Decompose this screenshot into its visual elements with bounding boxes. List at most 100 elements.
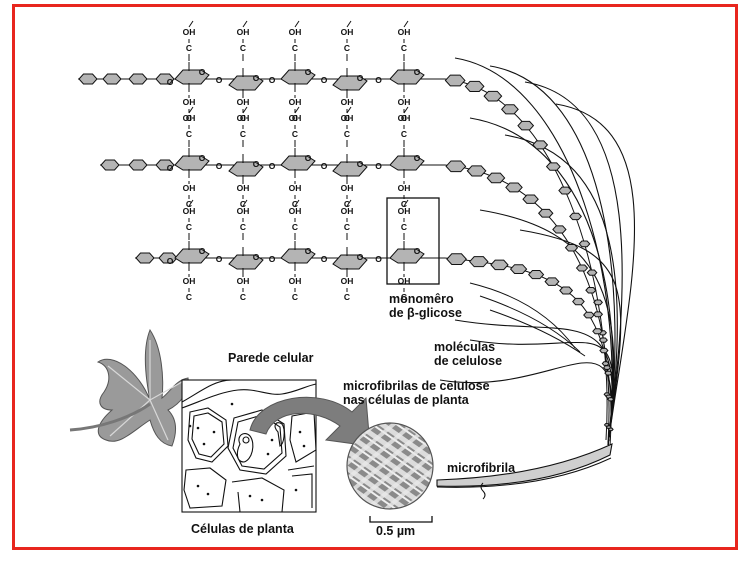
glucose-unit [332,247,368,277]
carbon-label: C [401,43,407,53]
glucose-unit [280,241,316,271]
glycosidic-oxygen-label: O [269,75,276,85]
leaf-icon [69,328,189,447]
hydroxyl-label: OH [398,27,411,37]
ring-icon [544,277,560,286]
ring-oxygen-label: O [199,246,206,256]
ring-icon [607,427,614,432]
hydroxyl-label: OH [398,206,411,216]
ring-icon [569,212,582,221]
ring-icon [528,269,545,280]
molecules-label-line1: moléculas [434,340,496,354]
hydroxyl-label: OH [341,113,354,123]
hydroxyl-label: OH [183,27,196,37]
hydroxyl-label: OH [183,183,196,193]
glucose-unit [228,154,264,184]
hydroxyl-label: OH [237,276,250,286]
ring-icon [545,162,561,171]
glucose-unit [228,247,264,277]
monomer-highlight-box [386,197,440,285]
cell-wall-label: Parede celular [228,351,314,365]
ring-icon [500,104,519,115]
carbon-label: C [344,222,350,232]
carbon-label: C [344,113,350,123]
ring-icon [575,264,589,272]
carbon-label: C [401,129,407,139]
ring-oxygen-label: O [305,246,312,256]
glycosidic-oxygen-label: O [216,75,223,85]
hydroxyl-label: OH [289,27,302,37]
ring-icon [592,311,604,318]
ring-icon [593,299,604,306]
hydroxyl-label: OH [237,206,250,216]
ring-icon [446,253,468,265]
ring-oxygen-label: O [253,252,260,262]
ring-icon [128,159,148,171]
glucose-unit [174,241,210,271]
ring-icon [102,73,122,85]
glucose-unit [228,68,264,98]
carbon-label: C [401,222,407,232]
glucose-unit [280,148,316,178]
hydroxyl-label: OH [341,27,354,37]
carbon-label: C [292,43,298,53]
carbon-label: C [186,222,192,232]
ring-icon [552,225,567,234]
ring-icon [586,269,598,276]
carbon-label: C [401,199,407,209]
carbon-label: C [240,199,246,209]
carbon-label: C [344,292,350,302]
carbon-label: C [186,199,192,209]
glucose-unit [332,154,368,184]
ring-icon [468,256,489,268]
ring-icon [599,347,609,354]
carbon-label: C [240,222,246,232]
ring-icon [444,74,466,87]
carbon-label: C [292,199,298,209]
carbon-label: C [292,129,298,139]
ring-icon [464,80,485,92]
ring-icon [135,252,155,264]
ring-icon [592,328,603,335]
ring-icon [558,186,573,195]
hydroxyl-label: OH [183,97,196,107]
hydroxyl-label: OH [398,276,411,286]
ring-icon [100,159,120,171]
carbon-label: C [186,43,192,53]
ring-icon [490,259,509,271]
ring-icon [522,194,539,204]
hydroxyl-label: OH [341,206,354,216]
glycosidic-oxygen-label: O [321,254,328,264]
ring-icon [607,397,615,402]
carbon-label: C [344,199,350,209]
carbon-label: C [401,292,407,302]
hydroxyl-label: OH [237,27,250,37]
ring-oxygen-label: O [199,67,206,77]
glucose-unit [280,62,316,92]
ring-icon [155,73,175,85]
glycosidic-oxygen-label: O [375,75,382,85]
ring-icon [445,160,467,173]
ring-oxygen-label: O [357,159,364,169]
glycosidic-oxygen-label: O [321,75,328,85]
hydroxyl-label: OH [289,183,302,193]
ring-icon [78,73,98,85]
carbon-label: C [344,43,350,53]
glycosidic-oxygen-label: O [216,254,223,264]
ring-icon [572,297,585,306]
ring-oxygen-label: O [414,67,421,77]
glycosidic-oxygen-label: O [375,161,382,171]
carbon-label: C [292,222,298,232]
carbon-label: C [240,292,246,302]
glucose-unit [174,62,210,92]
glucose-unit [389,148,425,178]
curved-arrow-icon [249,396,371,447]
ring-oxygen-label: O [414,246,421,256]
end-oxygen-label: O [167,77,174,87]
monomer-label-line1: monomêro [389,292,454,306]
ring-icon [583,311,595,319]
hydroxyl-label: OH [183,276,196,286]
ring-icon [128,73,148,85]
molecules-label-line2: de celulose [434,354,503,368]
